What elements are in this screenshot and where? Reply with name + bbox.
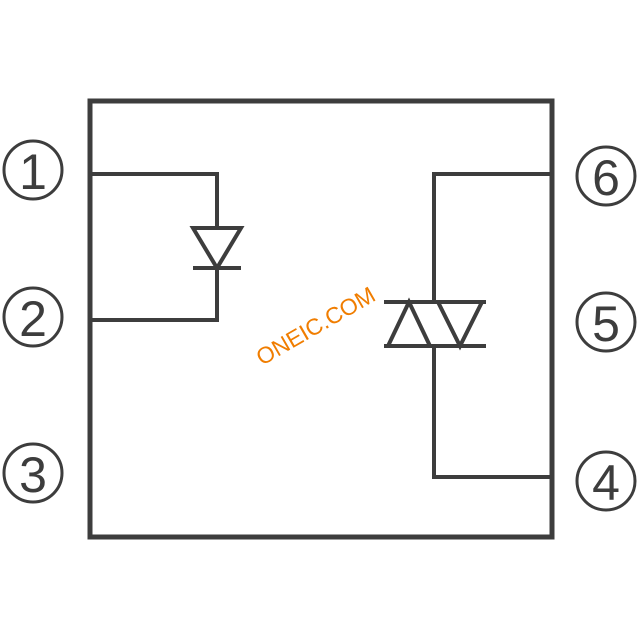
diode-triangle bbox=[189, 226, 245, 272]
pin-5-marker: 5 bbox=[575, 291, 637, 353]
pin-4-number: 4 bbox=[592, 455, 620, 511]
pin-2-marker: 2 bbox=[2, 286, 64, 348]
triac-up-triangle bbox=[384, 297, 434, 348]
pin-1-marker: 1 bbox=[2, 139, 64, 201]
triac-mt1-wire bbox=[432, 346, 552, 479]
pin-5-circle bbox=[575, 291, 637, 353]
pin-6-circle bbox=[575, 145, 637, 207]
pin-6-number: 6 bbox=[592, 150, 620, 206]
watermark-text: ONEIC.COM bbox=[252, 281, 380, 370]
pin-1-number: 1 bbox=[19, 144, 47, 200]
triac-mt2-wire bbox=[432, 172, 552, 302]
triac-down-triangle bbox=[434, 300, 486, 351]
pin-4-circle bbox=[575, 450, 637, 512]
pin-6-marker: 6 bbox=[575, 145, 637, 207]
led-cathode-wire bbox=[90, 268, 219, 322]
pin-3-circle bbox=[2, 442, 64, 504]
triac-symbol bbox=[384, 297, 486, 351]
pin-4-marker: 4 bbox=[575, 450, 637, 512]
pin-2-number: 2 bbox=[19, 291, 47, 347]
led-diode-symbol bbox=[189, 226, 245, 272]
pin-1-circle bbox=[2, 139, 64, 201]
led-circuit bbox=[90, 172, 219, 322]
pin-5-number: 5 bbox=[592, 296, 620, 352]
pin-markers: 1 2 3 4 5 6 bbox=[2, 139, 637, 512]
pin-3-number: 3 bbox=[19, 447, 47, 503]
led-anode-wire bbox=[90, 172, 219, 228]
pin-3-marker: 3 bbox=[2, 442, 64, 504]
pin-2-circle bbox=[2, 286, 64, 348]
triac-circuit bbox=[432, 172, 552, 479]
